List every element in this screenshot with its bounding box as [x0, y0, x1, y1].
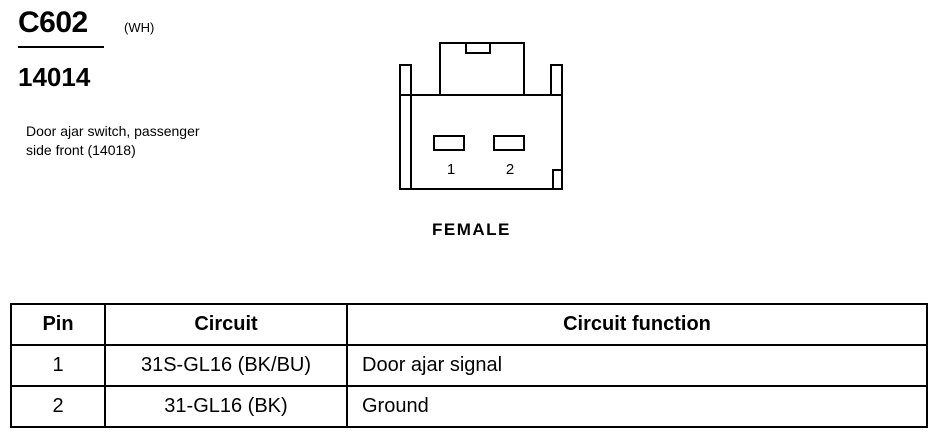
- pinout-table: Pin Circuit Circuit function 1 31S-GL16 …: [10, 303, 928, 428]
- cell-function: Ground: [346, 385, 928, 428]
- cell-circuit: 31S-GL16 (BK/BU): [104, 344, 348, 387]
- pin-cavity-2: [493, 135, 525, 151]
- cell-function: Door ajar signal: [346, 344, 928, 387]
- left-ear: [399, 64, 412, 96]
- wire-color-code: (WH): [124, 20, 155, 35]
- connector-face-diagram: 1 2: [399, 42, 563, 190]
- connector-latch: [439, 42, 525, 96]
- table-header-row: Pin Circuit Circuit function: [10, 303, 928, 346]
- cell-circuit: 31-GL16 (BK): [104, 385, 348, 428]
- connector-description: Door ajar switch, passenger side front (…: [26, 122, 200, 160]
- right-ear: [550, 64, 563, 96]
- cell-pin: 2: [10, 385, 106, 428]
- table-row: 1 31S-GL16 (BK/BU) Door ajar signal: [10, 344, 928, 387]
- header-pin: Pin: [10, 303, 106, 346]
- latch-tab: [465, 42, 491, 54]
- header-circuit: Circuit: [104, 303, 348, 346]
- description-line-1: Door ajar switch, passenger: [26, 123, 200, 139]
- title-underline: [18, 46, 104, 48]
- table-row: 2 31-GL16 (BK) Ground: [10, 385, 928, 428]
- connector-id: C602: [18, 6, 88, 39]
- connector-body: [399, 94, 563, 190]
- part-number: 14014: [18, 62, 91, 92]
- cell-pin: 1: [10, 344, 106, 387]
- description-line-2: side front (14018): [26, 142, 136, 158]
- polarization-key: [552, 169, 563, 190]
- header-circuit-function: Circuit function: [346, 303, 928, 346]
- connector-gender-label: FEMALE: [432, 220, 511, 239]
- pin-label-1: 1: [447, 161, 455, 178]
- pin-cavity-1: [433, 135, 465, 151]
- pin-label-2: 2: [506, 161, 514, 178]
